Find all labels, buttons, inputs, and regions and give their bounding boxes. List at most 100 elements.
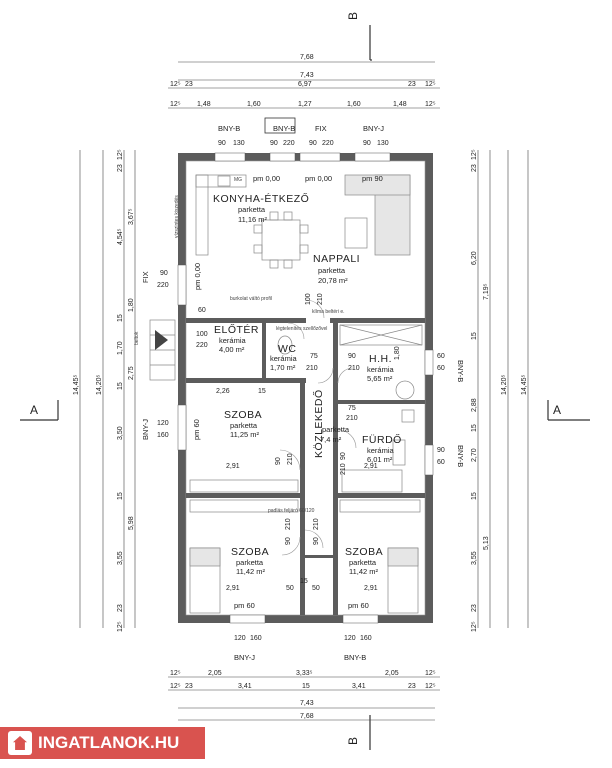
dim-right-c1-4: 2,88 — [471, 398, 478, 412]
dim-left-c1-6: 3,50 — [117, 426, 124, 440]
win-top-num-0: 90 — [218, 140, 226, 147]
padlo-label: padlás feljáró 60/120 — [268, 508, 315, 514]
side-window-labels: FIX 90 220 BNY-J 120 160 BNY-B 60 60 BNY… — [141, 270, 465, 467]
kitchen-counter-top — [195, 174, 247, 188]
pm-label-3: pm 90 — [362, 174, 383, 183]
right-dimensions: 12⁵ 23 6,20 15 2,88 15 2,70 15 3,55 23 1… — [471, 149, 529, 632]
room-hh: H.H. kerámia 5,65 m² — [367, 353, 395, 383]
shower — [392, 439, 406, 466]
room-name-wc: WC — [278, 343, 297, 355]
dim-top-r4-1: 1,48 — [197, 101, 211, 108]
dim-top-r3-3: 23 — [408, 81, 416, 88]
furniture — [149, 174, 423, 614]
dim-bot-r1-3: 2,05 — [385, 670, 399, 677]
dim-left-c1-9: 23 — [117, 604, 124, 612]
dim-left-c1-10: 12⁵ — [117, 621, 124, 632]
pm-label-room2: pm 60 — [234, 601, 255, 610]
dim-right-second: 14,20⁵ — [501, 374, 508, 395]
win-bot-num-0: 120 — [234, 635, 246, 642]
top-window-labels: BNY-B BNY-B FIX BNY-J 90 130 90 220 90 2… — [218, 117, 389, 147]
win-top-num-6: 90 — [363, 140, 371, 147]
section-label-b-bottom: B — [346, 737, 360, 745]
section-mark-b-bottom: B — [346, 715, 371, 750]
dim-room1-top: 2,26 — [216, 388, 230, 395]
dim-left-c1-5: 15 — [117, 382, 124, 390]
entry-arrow-icon — [155, 330, 168, 350]
door-room1-h: 210 — [287, 453, 294, 465]
door-hh-h: 210 — [348, 365, 360, 372]
door-bath-w: 90 — [340, 452, 347, 460]
room-area-room3: 11,42 m² — [349, 567, 379, 576]
dining-table — [261, 219, 301, 261]
room-floor-hall: kerámia — [219, 336, 247, 345]
win-right-2: BNY-B — [456, 445, 465, 467]
dim-right-c1-10: 12⁵ — [471, 621, 478, 632]
room-name-living: NAPPALI — [313, 253, 360, 265]
burkolat-label: burkolat váltó profil — [230, 296, 272, 302]
dim-left-second: 14,20⁵ — [96, 374, 103, 395]
dim-top-r3-4: 12⁵ — [425, 81, 436, 88]
win-left-fix-0: 90 — [160, 270, 168, 277]
room-floor-wc: kerámia — [270, 354, 298, 363]
klima-label: klíma beltéri e. — [312, 309, 345, 315]
door-wc-h: 210 — [306, 365, 318, 372]
pm-label-1: pm 0,00 — [253, 174, 280, 183]
interior-walls — [186, 318, 425, 615]
room-area-living: 20,78 m² — [318, 276, 348, 285]
room-hall: ELŐTÉR kerámia 4,00 m² — [214, 322, 259, 354]
room-area-kitchen: 11,16 m² — [238, 215, 268, 224]
win-top-num-5: 220 — [322, 140, 334, 147]
door-hh-w: 90 — [348, 353, 356, 360]
beltok-label: beltok — [134, 331, 140, 345]
dim-left-outer: 14,45⁵ — [73, 374, 80, 395]
wardrobe-room1 — [189, 479, 299, 493]
dim-right-c2-0: 7,19⁵ — [483, 283, 490, 300]
dim-bot-r4: 7,68 — [300, 713, 314, 720]
dim-bot-r2-6: 12⁵ — [425, 683, 436, 690]
win-left-fix: FIX — [141, 271, 150, 283]
pm-label-left: pm 0,00 — [193, 263, 202, 290]
dim-s3: 2,91 — [364, 585, 378, 592]
dim-left-c1-1: 23 — [117, 164, 124, 172]
dim-mid3: 15 — [300, 578, 308, 585]
room-floor-hh: kerámia — [367, 365, 395, 374]
wardrobe-room2 — [189, 499, 299, 513]
room-area-room1: 11,25 m² — [230, 430, 260, 439]
dim-top-r3-1: 23 — [185, 81, 193, 88]
dim-bot-r2-0: 12⁵ — [170, 683, 181, 690]
dim-right-c1-7: 15 — [471, 492, 478, 500]
win-top-num-7: 130 — [377, 140, 389, 147]
dim-left-c2-3: 5,98 — [128, 516, 135, 530]
room-area-room2: 11,42 m² — [236, 567, 266, 576]
pm-label-room1: pm 60 — [192, 419, 201, 440]
dim-top-r4-3: 1,27 — [298, 101, 312, 108]
room-name-corridor: KÖZLEKEDŐ — [311, 389, 325, 458]
door-mid-2: 50 — [312, 585, 320, 592]
door-hh2-w: 75 — [348, 405, 356, 412]
room-name-hall: ELŐTÉR — [214, 322, 259, 336]
win-bot-bnyb: BNY-B — [344, 653, 366, 662]
win-top-bnyj: BNY-J — [363, 124, 384, 133]
bottom-window-labels: 120 160 120 160 BNY-J BNY-B — [234, 635, 372, 662]
dim-bot-r2-4: 3,41 — [352, 683, 366, 690]
section-label-a-right: A — [553, 403, 561, 417]
szellozo-label: légtelenítés szellőzővel — [276, 326, 327, 332]
dim-right-c1-1: 23 — [471, 164, 478, 172]
room-bath: FÜRDŐ kerámia 6,01 m² — [362, 432, 402, 464]
ingatlanok-logo[interactable]: INGATLANOK.HU — [0, 727, 205, 759]
win-right-2-0: 90 — [437, 447, 445, 454]
dim-top-7-43: 7,43 — [300, 72, 314, 79]
door-wc-w: 75 — [310, 353, 318, 360]
dim-right-c1-8: 3,55 — [471, 551, 478, 565]
room-floor-kitchen: parketta — [238, 205, 266, 214]
door-swings — [279, 299, 357, 556]
door-r2-h: 210 — [285, 518, 292, 530]
section-mark-a-left: A — [20, 400, 59, 421]
dim-bot-r1-0: 12⁵ — [170, 670, 181, 677]
room-name-bath: FÜRDŐ — [362, 432, 402, 446]
room-room2: SZOBA parketta 11,42 m² — [231, 546, 269, 576]
door-room1-w: 90 — [275, 457, 282, 465]
door-bath-h: 210 — [340, 463, 347, 475]
win-top-num-2: 90 — [270, 140, 278, 147]
room-floor-corridor: parketta — [322, 425, 350, 434]
